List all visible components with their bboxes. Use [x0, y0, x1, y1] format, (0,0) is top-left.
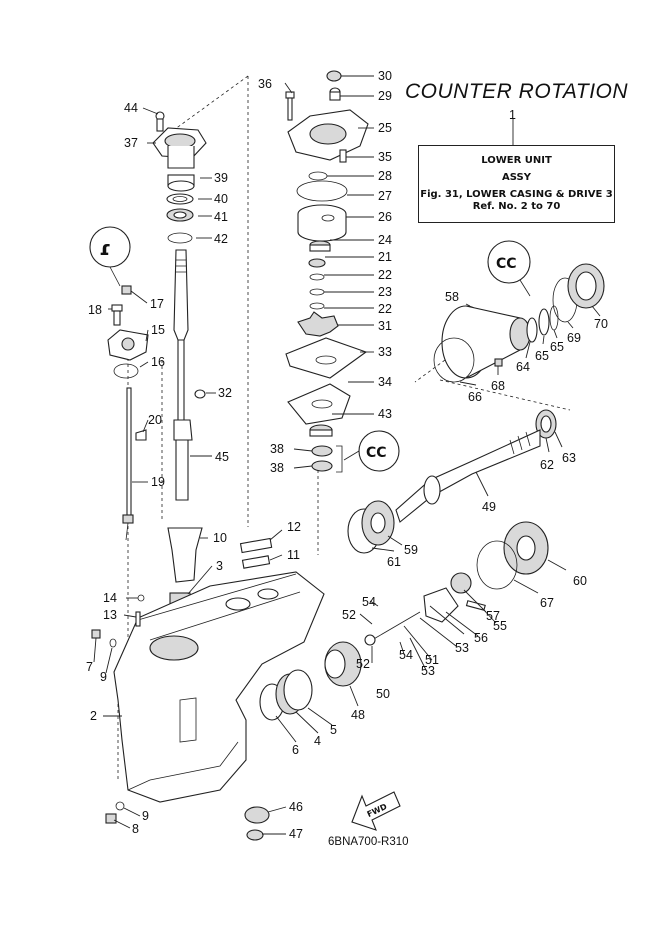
callout-8: 8 [132, 822, 139, 836]
callout-37: 37 [124, 136, 138, 150]
callout-67: 67 [540, 596, 554, 610]
callout-11: 11 [287, 548, 300, 562]
callout-28: 28 [378, 169, 392, 183]
callout-38a: 38 [270, 442, 284, 456]
callout-12: 12 [287, 520, 301, 534]
callout-5: 5 [330, 723, 337, 737]
callout-50: 50 [376, 687, 390, 701]
callout-22b: 22 [378, 302, 392, 316]
leader-lines [93, 75, 601, 835]
diagram-title: COUNTER ROTATION [405, 80, 629, 103]
callout-38b: 38 [270, 461, 284, 475]
svg-text:CC: CC [366, 445, 387, 461]
callout-54a: 54 [362, 595, 376, 609]
propeller-shaft-group: CC [167, 240, 605, 841]
reference-line-3: Fig. 31, LOWER CASING & DRIVE 3 [420, 189, 613, 200]
callout-19: 19 [151, 475, 165, 489]
callout-36: 36 [258, 77, 272, 91]
callout-52b: 52 [356, 657, 370, 671]
callout-65a: 65 [535, 349, 549, 363]
callout-numbers: 44 37 39 40 41 42 17 18 15 16 32 20 45 1… [86, 69, 608, 841]
callout-53b: 53 [455, 641, 469, 655]
callout-51: 51 [425, 653, 439, 667]
callout-40: 40 [214, 192, 228, 206]
callout-53a: 53 [421, 664, 435, 678]
callout-58: 58 [445, 290, 459, 304]
callout-3: 3 [216, 559, 223, 573]
callout-39: 39 [214, 171, 228, 185]
callout-59: 59 [404, 543, 418, 557]
reference-line-2: ASSY [502, 172, 531, 183]
callout-29: 29 [378, 89, 392, 103]
callout-9b: 9 [142, 809, 149, 823]
fwd-arrow: FWD [351, 791, 401, 831]
reference-number: 1 [509, 108, 516, 122]
lower-casing [91, 571, 325, 824]
callout-10: 10 [213, 531, 227, 545]
callout-63: 63 [562, 451, 576, 465]
callout-17: 17 [150, 297, 164, 311]
callout-2: 2 [90, 709, 97, 723]
callout-60: 60 [573, 574, 587, 588]
callout-68: 68 [491, 379, 505, 393]
callout-43: 43 [378, 407, 392, 421]
callout-56: 56 [474, 631, 488, 645]
callout-16: 16 [151, 355, 165, 369]
callout-41: 41 [214, 210, 228, 224]
water-pump-group: CC [285, 70, 400, 473]
callout-49: 49 [482, 500, 496, 514]
callout-25: 25 [378, 121, 392, 135]
reference-box: LOWER UNIT ASSY Fig. 31, LOWER CASING & … [418, 145, 615, 223]
drive-shaft-group: ɾ [89, 111, 207, 541]
svg-text:CC: CC [496, 256, 517, 272]
callout-42: 42 [214, 232, 228, 246]
callout-26: 26 [378, 210, 392, 224]
callout-46: 46 [289, 800, 303, 814]
callout-30: 30 [378, 69, 392, 83]
callout-33: 33 [378, 345, 392, 359]
callout-62: 62 [540, 458, 554, 472]
callout-70: 70 [594, 317, 608, 331]
callout-65b: 65 [550, 340, 564, 354]
callout-23: 23 [378, 285, 392, 299]
callout-18: 18 [88, 303, 102, 317]
callout-54b: 54 [399, 648, 413, 662]
callout-14: 14 [103, 591, 117, 605]
reference-line-4: Ref. No. 2 to 70 [472, 201, 561, 212]
callout-7: 7 [86, 660, 93, 674]
callout-66: 66 [468, 390, 482, 404]
callout-35: 35 [378, 150, 392, 164]
callout-44: 44 [124, 101, 138, 115]
callout-13: 13 [103, 608, 117, 622]
drawing-code: 6BNA700-R310 [328, 836, 409, 848]
callout-21: 21 [378, 250, 392, 264]
callout-20: 20 [148, 413, 162, 427]
callout-61: 61 [387, 555, 401, 569]
callout-34: 34 [378, 375, 392, 389]
callout-15: 15 [151, 323, 165, 337]
callout-48: 48 [351, 708, 365, 722]
callout-4: 4 [314, 734, 321, 748]
reference-line-1: LOWER UNIT [481, 155, 552, 166]
callout-6: 6 [292, 743, 299, 757]
callout-9a: 9 [100, 670, 107, 684]
callout-69: 69 [567, 331, 581, 345]
callout-45: 45 [215, 450, 229, 464]
callout-64: 64 [516, 360, 530, 374]
callout-31: 31 [378, 319, 392, 333]
callout-55: 55 [493, 619, 507, 633]
callout-22a: 22 [378, 268, 392, 282]
callout-47: 47 [289, 827, 303, 841]
callout-57: 57 [486, 609, 500, 623]
svg-text:ɾ: ɾ [99, 236, 111, 260]
callout-32: 32 [218, 386, 232, 400]
callout-24: 24 [378, 233, 392, 247]
callout-52a: 52 [342, 608, 356, 622]
callout-27: 27 [378, 189, 392, 203]
